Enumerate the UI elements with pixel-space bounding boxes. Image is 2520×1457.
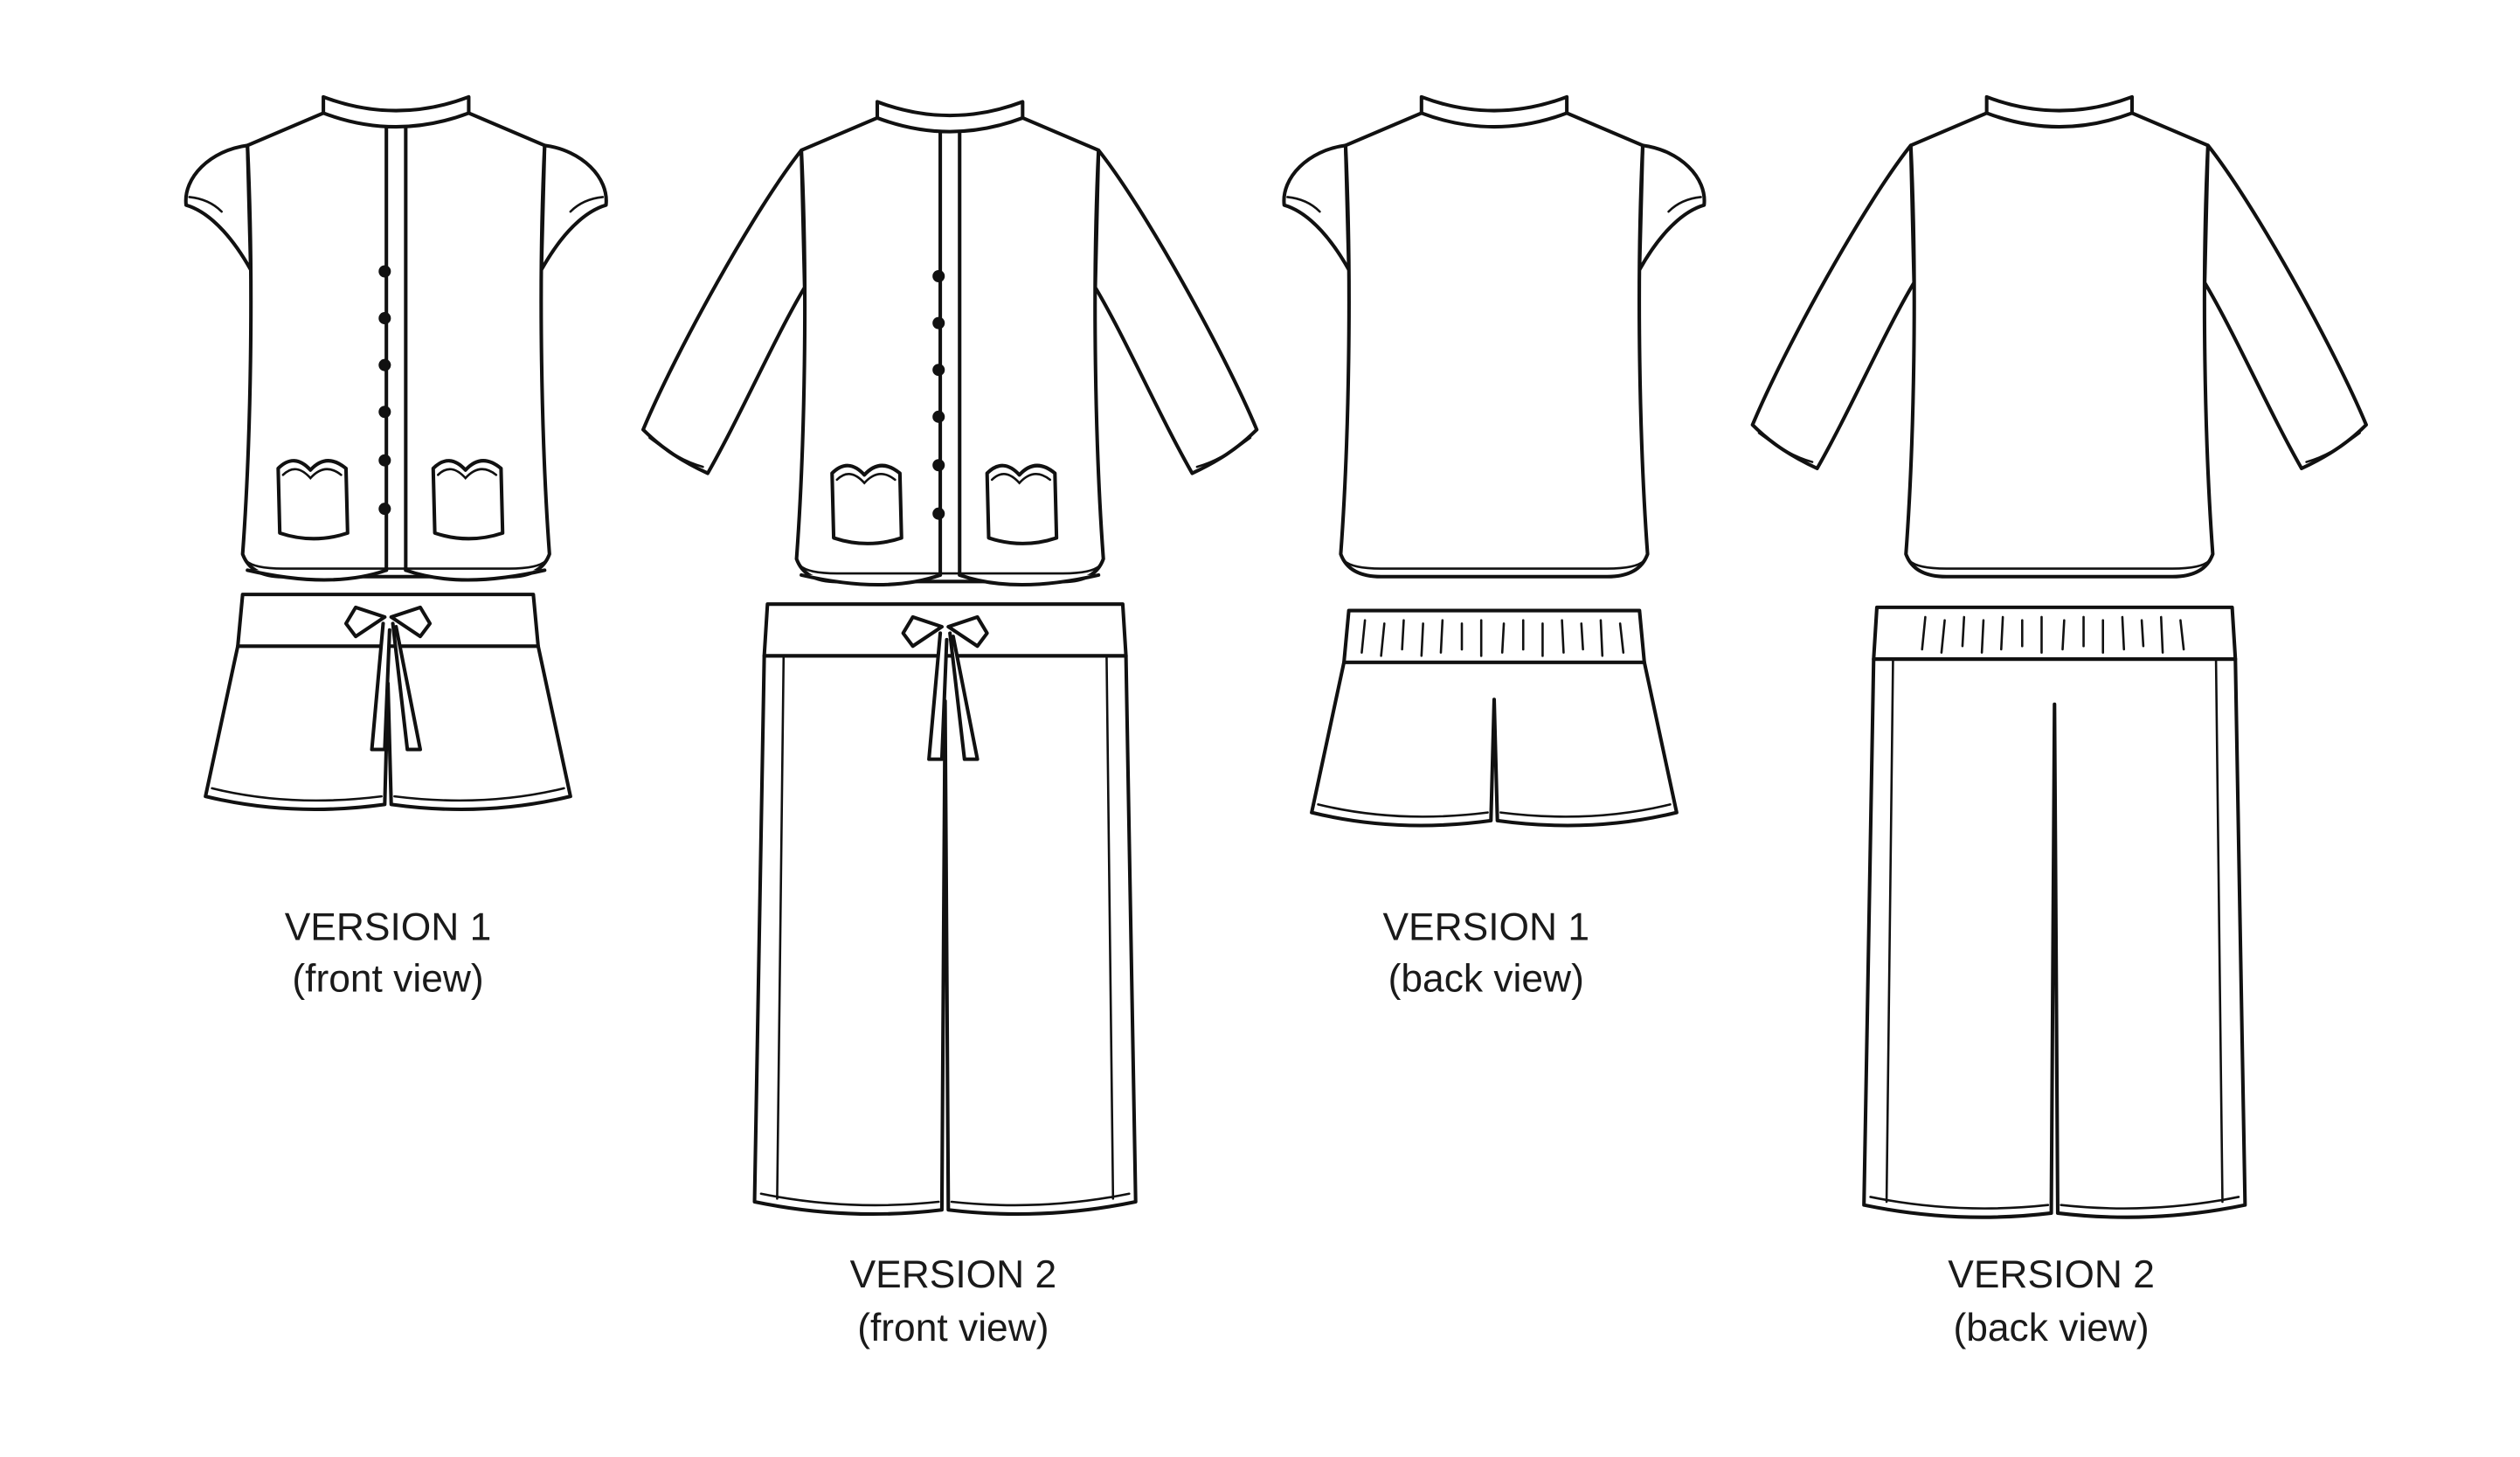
version-2-back-view: VERSION 2 (back view) — [1753, 97, 2366, 1349]
pants-back — [1864, 607, 2245, 1218]
version-1-back-view: VERSION 1 (back view) — [1284, 97, 1704, 1001]
version-1-front-view: VERSION 1 (front view) — [186, 97, 606, 1001]
figure-title: VERSION 2 — [850, 1253, 1057, 1296]
pants-front — [755, 604, 1136, 1214]
short-sleeve-shirt-back — [1284, 97, 1704, 577]
long-sleeve-shirt-back — [1753, 97, 2366, 577]
figure-title: VERSION 2 — [1948, 1253, 2155, 1296]
figure-subtitle: (front view) — [857, 1307, 1049, 1349]
version-2-front-view: VERSION 2 (front view) — [643, 101, 1257, 1349]
figure-subtitle: (back view) — [1388, 958, 1584, 1001]
figure-subtitle: (front view) — [292, 958, 483, 1001]
short-sleeve-shirt-front — [186, 97, 606, 580]
shorts-back — [1312, 611, 1677, 826]
shorts-front — [205, 594, 571, 809]
figure-subtitle: (back view) — [1953, 1307, 2149, 1349]
figure-title: VERSION 1 — [1382, 906, 1589, 949]
long-sleeve-shirt-front — [643, 101, 1257, 585]
figure-title: VERSION 1 — [285, 906, 492, 949]
